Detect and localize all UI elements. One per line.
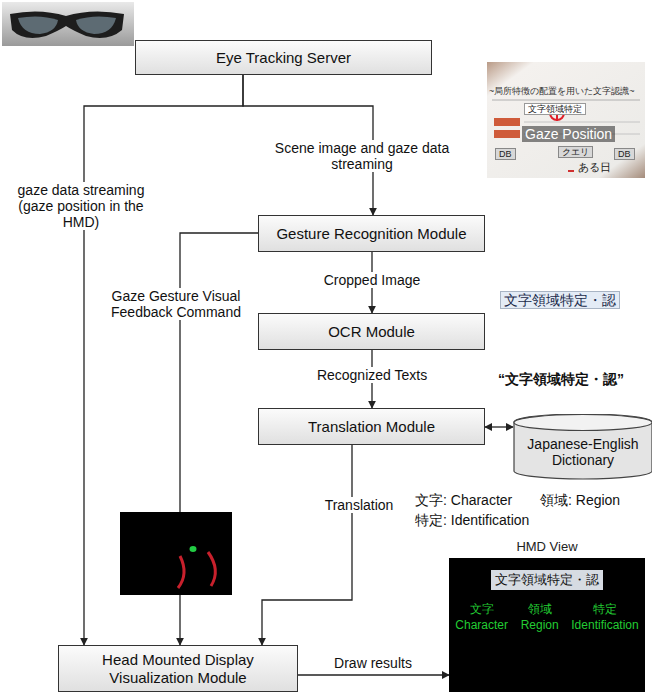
translation-column: 特定Identification: [571, 602, 638, 633]
gesture-feedback-image: [120, 512, 232, 595]
dictionary-entry: 領域: Region: [540, 492, 620, 508]
english-word: Identification: [571, 618, 638, 634]
photo-text: ある日: [578, 161, 611, 174]
edge-label: Gaze Gesture Visual Feedback Command: [100, 288, 252, 320]
english-word: Character: [455, 618, 508, 634]
photo-db: DB: [614, 148, 635, 160]
cylinder-body: [514, 414, 652, 479]
photo-text: 文字領域特定: [524, 103, 586, 115]
box-label: Translation Module: [308, 418, 435, 435]
process-box: Gesture Recognition Module: [258, 215, 485, 252]
photo-title: ~局所特徴の配置を用いた文字認識~: [489, 86, 635, 96]
database-cylinder: Japanese-English Dictionary: [513, 414, 652, 480]
english-word: Region: [521, 618, 559, 634]
photo-query: クエリ: [558, 146, 593, 158]
edge-label: Translation: [316, 497, 402, 513]
gaze-position-label: Gaze Position: [522, 126, 615, 142]
dictionary-entry: 文字: Character: [415, 492, 512, 508]
box-label: Gesture Recognition Module: [276, 225, 466, 242]
cropped-text: 文字領域特定・認: [491, 570, 603, 590]
photo-db: DB: [495, 148, 516, 160]
process-box: Translation Module: [258, 408, 485, 445]
scene-photo: [487, 62, 645, 178]
translation-row: 文字Character 領域Region 特定Identification: [449, 602, 645, 633]
edge-label: gaze data streaming (gaze position in th…: [10, 182, 152, 230]
cropped-image: 文字領域特定・認: [500, 291, 620, 309]
box-label: OCR Module: [328, 323, 415, 340]
connector: [84, 75, 243, 645]
japanese-word: 文字: [470, 602, 494, 618]
eye-tracker-glasses: [2, 2, 134, 46]
japanese-word: 領域: [528, 602, 552, 618]
box-label: Japanese-English Dictionary: [521, 436, 645, 468]
translation-column: 文字Character: [455, 602, 508, 633]
japanese-word: 特定: [593, 602, 617, 618]
process-box: Head Mounted Display Visualization Modul…: [58, 645, 298, 692]
edge-label: Recognized Texts: [310, 367, 434, 383]
hmd-screen: HMD View文字領域特定・認文字Character領域Region特定Ide…: [449, 558, 645, 692]
screen-heading: HMD View: [449, 539, 645, 554]
edge-label: Draw results: [318, 655, 428, 671]
connector: [298, 674, 449, 675]
translation-column: 領域Region: [521, 602, 559, 633]
recognized-text: “文字領域特定・認”: [498, 371, 624, 387]
connector: [485, 426, 513, 427]
cylinder-top: [514, 415, 652, 431]
dictionary-entry: 特定: Identification: [415, 512, 529, 528]
edge-label: Cropped Image: [318, 272, 426, 288]
box-label: Eye Tracking Server: [216, 49, 351, 66]
edge-label: Scene image and gaze data streaming: [262, 140, 462, 172]
connector: [262, 445, 352, 645]
box-label: Head Mounted Display Visualization Modul…: [91, 651, 266, 686]
process-box: Eye Tracking Server: [135, 40, 432, 75]
process-box: OCR Module: [258, 313, 485, 350]
